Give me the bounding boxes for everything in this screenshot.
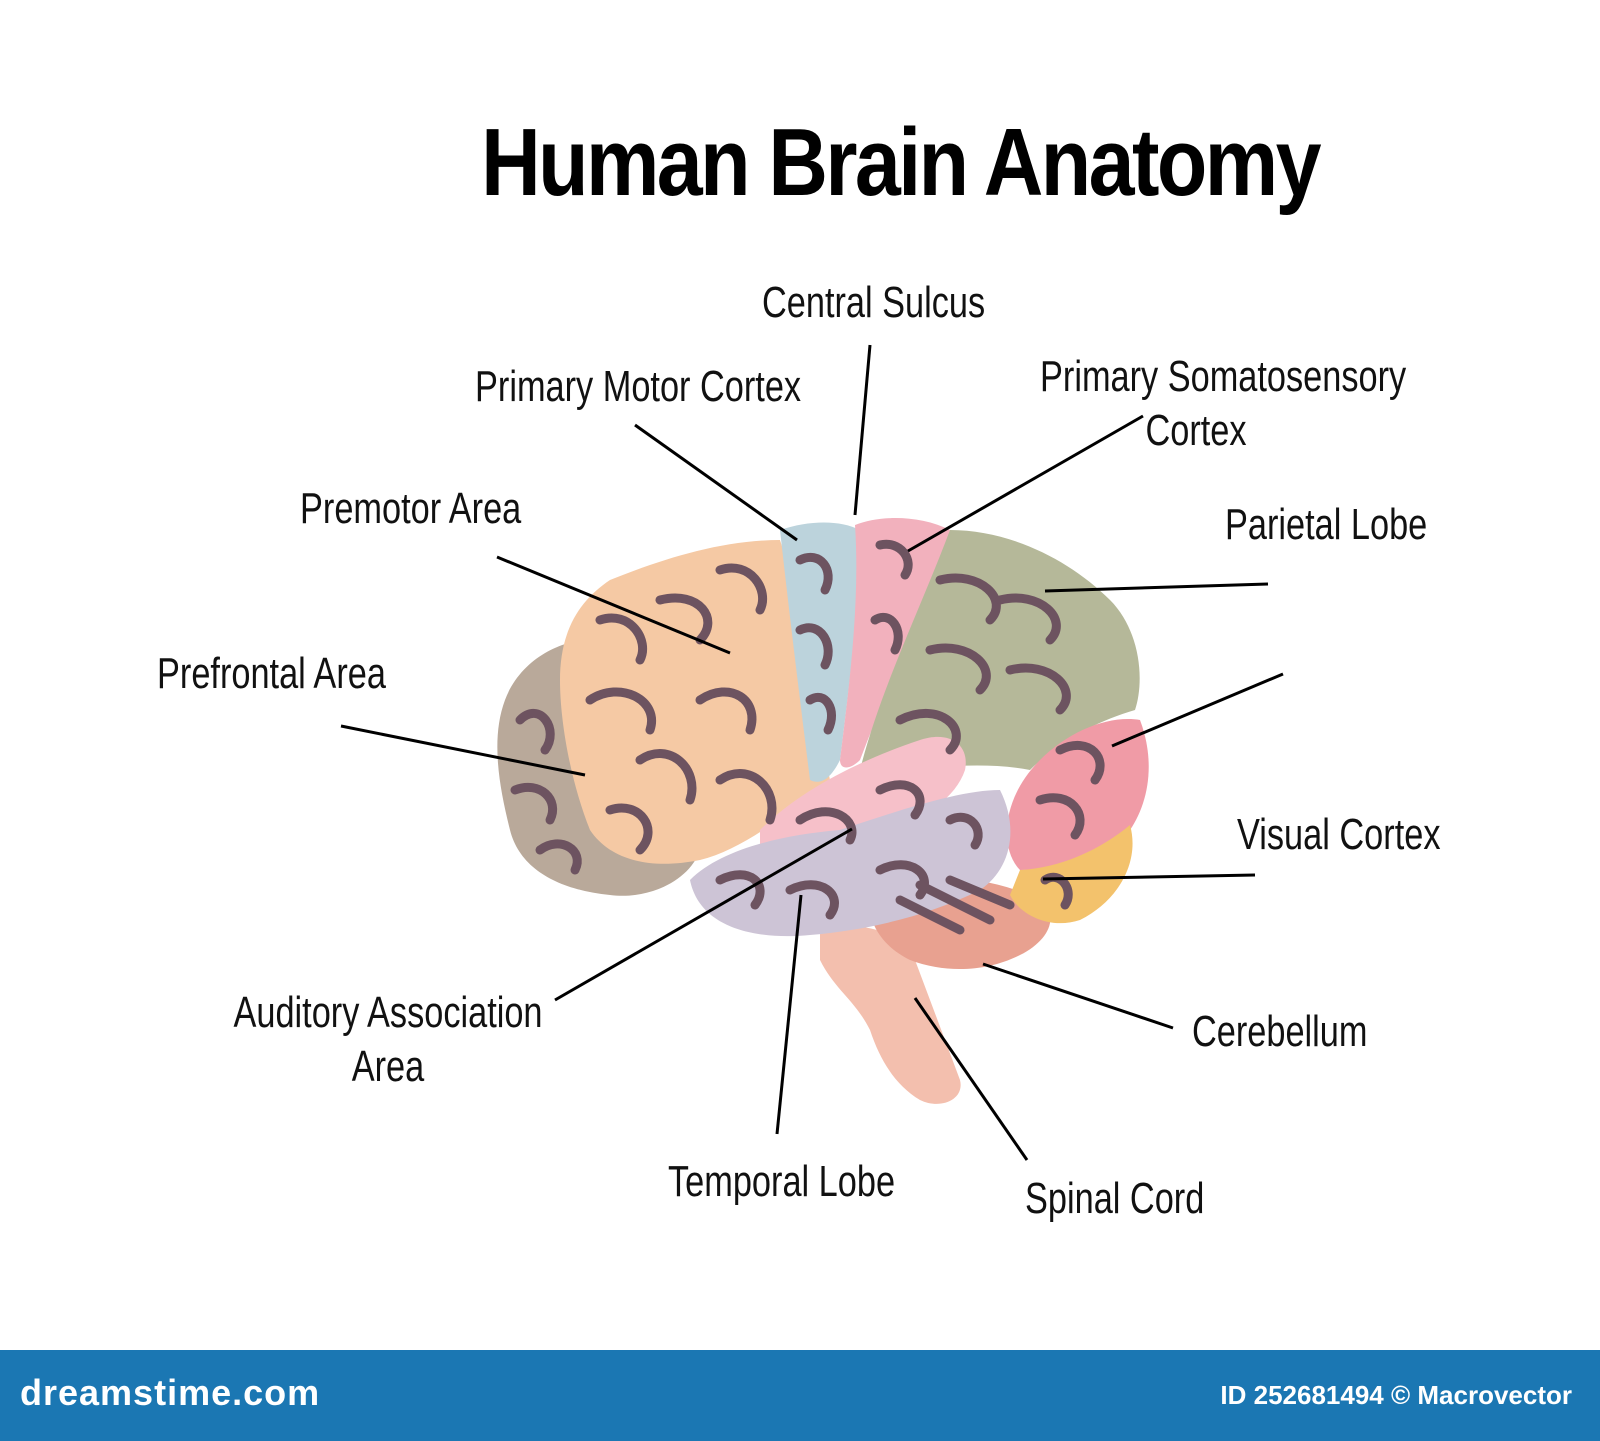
footer-bar: dreamstime.com ID 252681494 © Macrovecto… <box>0 1350 1600 1441</box>
occipital-region <box>1006 719 1149 870</box>
leader-central-sulcus <box>853 344 872 516</box>
leader-prefrontal <box>340 724 586 777</box>
leader-lines <box>340 344 1284 1161</box>
label-primary-somatosensory-cortex: Primary Somatosensory Cortex <box>1040 350 1407 458</box>
label-auditory-line2: Area <box>351 1042 425 1091</box>
page-title: Human Brain Anatomy <box>481 109 1321 216</box>
gyri-folds <box>510 539 1105 935</box>
leader-somatosensory <box>907 414 1144 553</box>
footer-site-logo: dreamstime.com <box>20 1372 321 1413</box>
label-visual-cortex: Visual Cortex <box>1237 810 1441 859</box>
label-auditory-association-area: Auditory Association Area <box>232 986 544 1094</box>
leader-auditory <box>554 827 853 1002</box>
leader-temporal <box>775 894 803 1135</box>
label-temporal-lobe: Temporal Lobe <box>668 1157 896 1206</box>
temporal-region <box>690 790 1011 937</box>
label-premotor-area: Premotor Area <box>300 484 522 533</box>
spinal-cord-region <box>820 926 961 1104</box>
label-cerebellum: Cerebellum <box>1192 1007 1368 1056</box>
leader-spinal-cord <box>913 997 1029 1161</box>
leader-primary-motor <box>634 423 798 542</box>
label-primary-somatosensory-line1: Primary Somatosensory <box>1040 352 1407 401</box>
leader-visual-cortex <box>1042 873 1256 881</box>
label-prefrontal-area: Prefrontal Area <box>157 649 386 698</box>
auditory-region <box>760 736 966 864</box>
motor-region <box>780 522 860 782</box>
visual-cortex-region <box>1010 825 1133 924</box>
label-primary-somatosensory-line2: Cortex <box>1145 406 1247 455</box>
label-primary-motor-cortex: Primary Motor Cortex <box>475 362 802 411</box>
leader-occipital <box>1111 672 1284 748</box>
label-spinal-cord: Spinal Cord <box>1025 1174 1205 1223</box>
label-parietal-lobe: Parietal Lobe <box>1225 500 1428 549</box>
leader-parietal <box>1044 582 1269 593</box>
label-auditory-line1: Auditory Association <box>233 988 543 1037</box>
leader-premotor <box>496 555 731 655</box>
footer-image-id: ID 252681494 © Macrovector <box>1220 1380 1572 1410</box>
brain-diagram <box>340 344 1284 1161</box>
label-central-sulcus: Central Sulcus <box>762 278 986 327</box>
leader-cerebellum <box>982 962 1174 1030</box>
